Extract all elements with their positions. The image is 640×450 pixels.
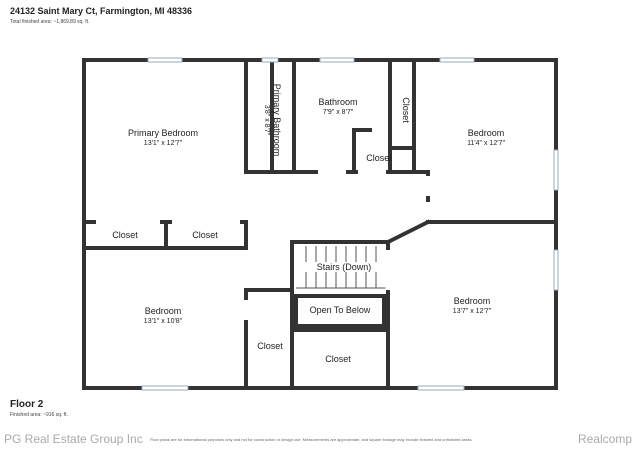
- disclaimer: Floor plans are for informational purpos…: [150, 437, 473, 442]
- room-name: Primary Bathroom: [272, 83, 282, 157]
- door-openings: [96, 169, 431, 320]
- room-name: Primary Bedroom: [127, 128, 199, 138]
- closet-bathroom: Closet: [366, 153, 392, 163]
- closet-vertical: Closet: [401, 97, 411, 123]
- room-bedroom-se: Bedroom 13'7" x 12'7": [422, 296, 522, 315]
- room-name: Bathroom: [318, 97, 358, 107]
- room-dims: 7'9" x 8'7": [322, 109, 354, 116]
- room-dims: 13'1" x 12'7": [143, 140, 183, 147]
- address-title: 24132 Saint Mary Ct, Farmington, MI 4833…: [10, 6, 193, 16]
- room-name: Bedroom: [453, 296, 491, 306]
- watermark-right: Realcomp: [577, 432, 632, 446]
- closet-hall: Closet: [257, 341, 283, 351]
- open-to-below-label: Open To Below: [309, 305, 371, 315]
- closet-bottom: Closet: [325, 354, 351, 364]
- room-name: Bedroom: [467, 128, 505, 138]
- room-dims: 13'1" x 10'8": [143, 318, 183, 325]
- finished-area: Finished area: ~916 sq. ft.: [10, 412, 68, 418]
- total-area-text: Total finished area: ~1,869.89 sq. ft.: [10, 19, 90, 25]
- room-bedroom-ne: Bedroom 11'4" x 12'7": [436, 128, 536, 147]
- windows: [141, 57, 559, 391]
- room-dims: 11'4" x 12'7": [467, 140, 505, 147]
- room-primary-bedroom: Primary Bedroom 13'1" x 12'7": [113, 128, 213, 147]
- room-dims: 13'7" x 12'7": [452, 308, 492, 315]
- closet-left: Closet: [112, 230, 138, 240]
- room-dims: 3'8" x 8'7": [263, 104, 270, 136]
- room-name: Bedroom: [144, 306, 182, 316]
- floor-name: Floor 2: [10, 399, 44, 410]
- stairs-label: Stairs (Down): [300, 262, 388, 272]
- closet-right: Closet: [192, 230, 218, 240]
- room-bathroom: Bathroom 7'9" x 8'7": [302, 97, 374, 116]
- room-primary-bathroom: Primary Bathroom 3'8" x 8'7": [258, 74, 282, 166]
- room-bedroom-sw: Bedroom 13'1" x 10'8": [113, 306, 213, 325]
- watermark-left: PG Real Estate Group Inc: [4, 432, 143, 446]
